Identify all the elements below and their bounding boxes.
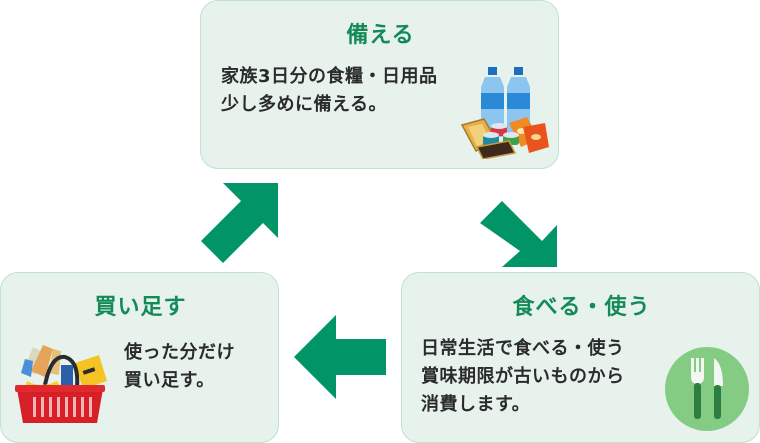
step-box-eat-use: 食べる・使う 日常生活で食べる・使う 賞味期限が古いものから 消費します。 <box>401 272 760 443</box>
arrow-down-right-icon <box>480 201 557 267</box>
shopping-basket-icon <box>15 345 107 423</box>
step-line: 使った分だけ <box>124 342 235 363</box>
step-box-prepare: 備える 家族3日分の食糧・日用品 少し多めに備える。 <box>200 0 559 169</box>
step-line: 買い足す。 <box>124 370 215 391</box>
step-text-eat-use: 日常生活で食べる・使う 賞味期限が古いものから 消費します。 <box>421 335 625 419</box>
fork-and-knife-icon <box>665 347 749 431</box>
step-title-buy: 買い足す <box>94 295 187 320</box>
step-text-buy: 使った分だけ 買い足す。 <box>124 339 235 395</box>
arrow-left-icon <box>294 315 386 399</box>
step-line: 日常生活で食べる・使う <box>421 338 625 359</box>
step-line: 消費します。 <box>421 394 531 415</box>
step-line: 少し多めに備える。 <box>221 94 387 115</box>
step-title-prepare: 備える <box>346 23 415 48</box>
arrow-up-right-icon <box>201 183 278 263</box>
step-title-eat-use: 食べる・使う <box>512 295 651 320</box>
water-bottles-and-canned-food-icon <box>460 67 549 159</box>
step-box-buy: 買い足す 使った分だけ 買い足す。 <box>0 272 279 443</box>
step-line: 家族3日分の食糧・日用品 <box>221 66 438 87</box>
step-line: 賞味期限が古いものから <box>421 366 625 387</box>
step-text-prepare: 家族3日分の食糧・日用品 少し多めに備える。 <box>221 63 438 119</box>
